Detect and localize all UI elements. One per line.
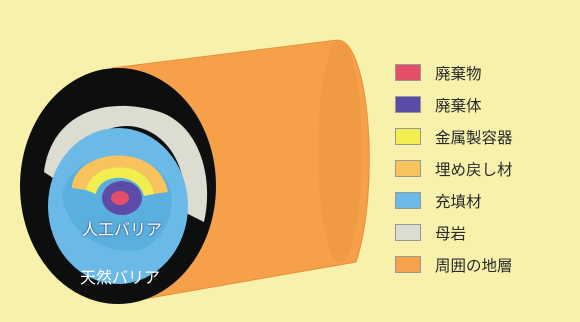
legend-swatch	[395, 224, 421, 241]
legend-label: 廃棄体	[435, 97, 482, 115]
waste-core	[111, 191, 129, 205]
legend-swatch	[395, 160, 421, 177]
legend-swatch	[395, 96, 421, 113]
legend-label: 金属製容器	[435, 129, 513, 147]
legend-label: 埋め戻し材	[435, 161, 513, 179]
engineered-barrier-label: 人工バリア	[82, 220, 163, 239]
legend-label: 母岩	[435, 225, 467, 243]
legend-label: 充填材	[435, 193, 482, 211]
legend-label: 廃棄物	[435, 65, 482, 83]
cylinder-far-end	[318, 40, 362, 262]
legend-swatch	[395, 192, 421, 209]
legend-swatch	[395, 256, 421, 273]
metal-container-arc	[86, 167, 154, 196]
legend-swatch	[395, 128, 421, 145]
legend-label: 周囲の地層	[435, 257, 513, 275]
natural-barrier-label: 天然バリア	[80, 268, 161, 287]
host-rock-layer	[44, 105, 208, 222]
legend-swatch	[395, 64, 421, 81]
backfill-arc	[72, 155, 168, 194]
